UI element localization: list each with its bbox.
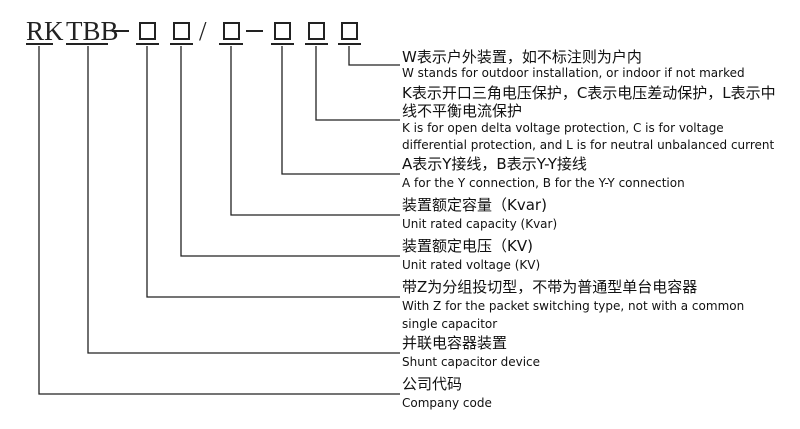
label-device-zh: 并联电容器装置	[402, 334, 508, 352]
label-switching: 带Z为分组投切型，不带为普通型单台电容器 With Z for the pack…	[402, 278, 744, 332]
leader-line-device	[87, 46, 400, 354]
code-slash: /	[199, 16, 207, 46]
label-protection-en-2: differential protection, and L is for ne…	[402, 138, 775, 152]
label-protection-en-1: K is for open delta voltage protection, …	[402, 121, 724, 135]
label-capacity: 装置额定容量（Kvar) Unit rated capacity (Kvar)	[402, 196, 557, 232]
leader-line-outdoor	[348, 46, 400, 66]
label-connection: A表示Y接线，B表示Y-Y接线 A for the Y connection, …	[402, 155, 685, 191]
label-voltage: 装置额定电压（KV) Unit rated voltage (KV)	[402, 237, 540, 273]
code-underline-switching	[136, 43, 159, 45]
label-switching-en-1: With Z for the packet switching type, no…	[402, 299, 745, 313]
code-box-voltage	[173, 22, 190, 40]
label-switching-zh: 带Z为分组投切型，不带为普通型单台电容器	[402, 278, 698, 296]
leader-line-capacity	[230, 46, 400, 216]
code-dash-1	[112, 30, 129, 32]
code-underline-company	[26, 43, 53, 45]
code-underline-connection	[271, 43, 294, 45]
label-outdoor: W表示户外装置，如不标注则为户内 W stands for outdoor in…	[402, 48, 745, 81]
label-company-en: Company code	[402, 396, 492, 410]
label-capacity-zh: 装置额定容量（Kvar)	[402, 196, 547, 214]
label-voltage-en: Unit rated voltage (KV)	[402, 258, 541, 272]
leader-line-protection	[315, 46, 400, 121]
code-box-outdoor	[341, 22, 358, 40]
code-box-switching	[139, 22, 156, 40]
model-code: RK TBB /	[0, 16, 400, 46]
leader-line-switching	[146, 46, 400, 298]
leader-line-connection	[281, 46, 400, 175]
label-connection-en: A for the Y connection, B for the Y-Y co…	[402, 176, 685, 190]
label-company: 公司代码 Company code	[402, 375, 492, 411]
label-device-en: Shunt capacitor device	[402, 355, 541, 369]
code-segment-company: RK	[26, 16, 64, 46]
leader-line-company	[38, 46, 400, 395]
label-protection: K表示开口三角电压保护，C表示电压差动保护，L表示中 线不平衡电流保护 K is…	[402, 84, 776, 153]
code-underline-protection	[305, 43, 328, 45]
label-protection-zh-2: 线不平衡电流保护	[402, 102, 523, 120]
code-underline-outdoor	[338, 43, 361, 45]
code-segment-type: TBB	[66, 16, 119, 46]
code-underline-voltage	[170, 43, 193, 45]
label-connection-zh: A表示Y接线，B表示Y-Y接线	[402, 155, 587, 173]
label-outdoor-zh: W表示户外装置，如不标注则为户内	[402, 48, 642, 66]
code-box-connection	[274, 22, 291, 40]
label-outdoor-en: W stands for outdoor installation, or in…	[402, 66, 745, 80]
code-underline-capacity	[219, 43, 243, 45]
code-underline-type	[66, 43, 108, 45]
label-switching-en-2: single capacitor	[402, 317, 498, 331]
code-box-protection	[308, 22, 325, 40]
label-voltage-zh: 装置额定电压（KV)	[402, 237, 533, 255]
label-device: 并联电容器装置 Shunt capacitor device	[402, 334, 540, 370]
label-company-zh: 公司代码	[402, 375, 463, 393]
label-capacity-en: Unit rated capacity (Kvar)	[402, 217, 558, 231]
label-protection-zh-1: K表示开口三角电压保护，C表示电压差动保护，L表示中	[402, 84, 776, 102]
leader-line-voltage	[180, 46, 400, 257]
code-dash-2	[246, 30, 263, 32]
code-box-capacity	[223, 22, 240, 40]
